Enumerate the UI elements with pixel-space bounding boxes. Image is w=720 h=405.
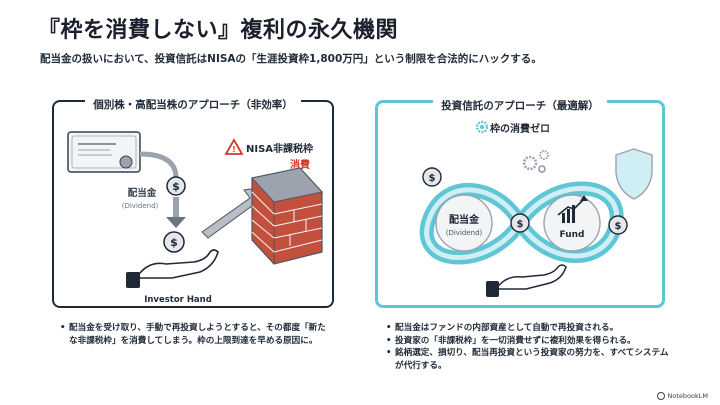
right-note-item: 配当金はファンドの内部資産として自動で再投資される。 xyxy=(386,322,676,335)
right-diagram: 枠の消費ゼロ 配当金 (Dividend) xyxy=(419,120,653,297)
dividend-label: 配当金 xyxy=(128,187,157,199)
svg-text:!: ! xyxy=(232,145,236,154)
loop-coin-right-icon: $ xyxy=(608,215,628,235)
right-approach-panel: 投資信託のアプローチ（最適解） 枠の消費ゼロ 配当金 (Dividend) xyxy=(375,100,665,308)
left-notes-list: 配当金を受け取り、手動で再投資しようとすると、その都度「新たな非課税枠」を消費し… xyxy=(60,322,330,347)
left-approach-panel: 個別株・高配当株のアプローチ（非効率） $ 配当金 (Dividend) $ xyxy=(52,99,334,308)
page-title: 『枠を消費しない』複利の永久機関 xyxy=(38,18,399,43)
investor-hand-icon xyxy=(486,264,567,297)
nisa-tax-free-label: NISA非課税枠 xyxy=(246,142,313,155)
footer-brand-label: NotebookLM xyxy=(667,392,708,400)
fund-node: Fund xyxy=(543,194,601,252)
right-note-item: 銘柄選定、損切り、配当再投資という投資家の努力を、すべてシステムが代行する。 xyxy=(386,347,676,372)
left-panel-heading: 個別株・高配当株のアプローチ（非効率） xyxy=(85,99,301,111)
notebooklm-logo-icon xyxy=(656,392,665,400)
svg-text:$: $ xyxy=(517,219,524,230)
page-subtitle: 配当金の扱いにおいて、投資信託はNISAの「生涯投資枠1,800万円」という制限… xyxy=(40,53,542,65)
dividend-sub-label: (Dividend) xyxy=(122,202,159,210)
received-coin-icon: $ xyxy=(163,231,185,253)
right-notes-list: 配当金はファンドの内部資産として自動で再投資される。 投資家の「非課税枠」を一切… xyxy=(386,322,676,372)
shield-icon xyxy=(615,148,653,200)
right-dividend-label: 配当金 xyxy=(449,213,480,226)
investor-hand-label: Investor Hand xyxy=(144,295,212,305)
gear-icon xyxy=(475,120,489,134)
right-panel-heading: 投資信託のアプローチ（最適解） xyxy=(433,100,607,112)
brick-wall-icon xyxy=(251,167,323,265)
small-gears-icon xyxy=(522,150,549,173)
loop-coin-left-icon: $ xyxy=(422,167,442,187)
certificate-icon xyxy=(67,131,141,173)
down-arrow-icon xyxy=(166,197,186,228)
dividend-coin-icon: $ xyxy=(166,176,186,196)
consume-label: 消費 xyxy=(290,158,310,171)
zero-consumption-label: 枠の消費ゼロ xyxy=(490,122,550,135)
left-diagram: $ 配当金 (Dividend) $ Investor Hand ! NISA非… xyxy=(67,131,323,305)
loop-coin-center-icon: $ xyxy=(510,213,530,233)
investor-hand-icon xyxy=(126,249,219,288)
svg-text:$: $ xyxy=(615,221,622,232)
footer-brand: NotebookLM xyxy=(656,392,708,400)
certificate-to-coin-arrow xyxy=(139,151,179,179)
left-note-item: 配当金を受け取り、手動で再投資しようとすると、その都度「新たな非課税枠」を消費し… xyxy=(60,322,330,347)
fund-label: Fund xyxy=(560,230,585,240)
coin-symbol: $ xyxy=(172,180,180,193)
svg-text:$: $ xyxy=(170,236,178,249)
right-dividend-sub-label: (Dividend) xyxy=(446,229,483,237)
growth-chart-icon xyxy=(557,195,588,223)
warning-icon: ! xyxy=(224,138,244,155)
dividend-node: 配当金 (Dividend) xyxy=(435,194,493,252)
right-note-item: 投資家の「非課税枠」を一切消費せずに複利効果を得られる。 xyxy=(386,335,676,348)
svg-text:$: $ xyxy=(429,173,436,184)
